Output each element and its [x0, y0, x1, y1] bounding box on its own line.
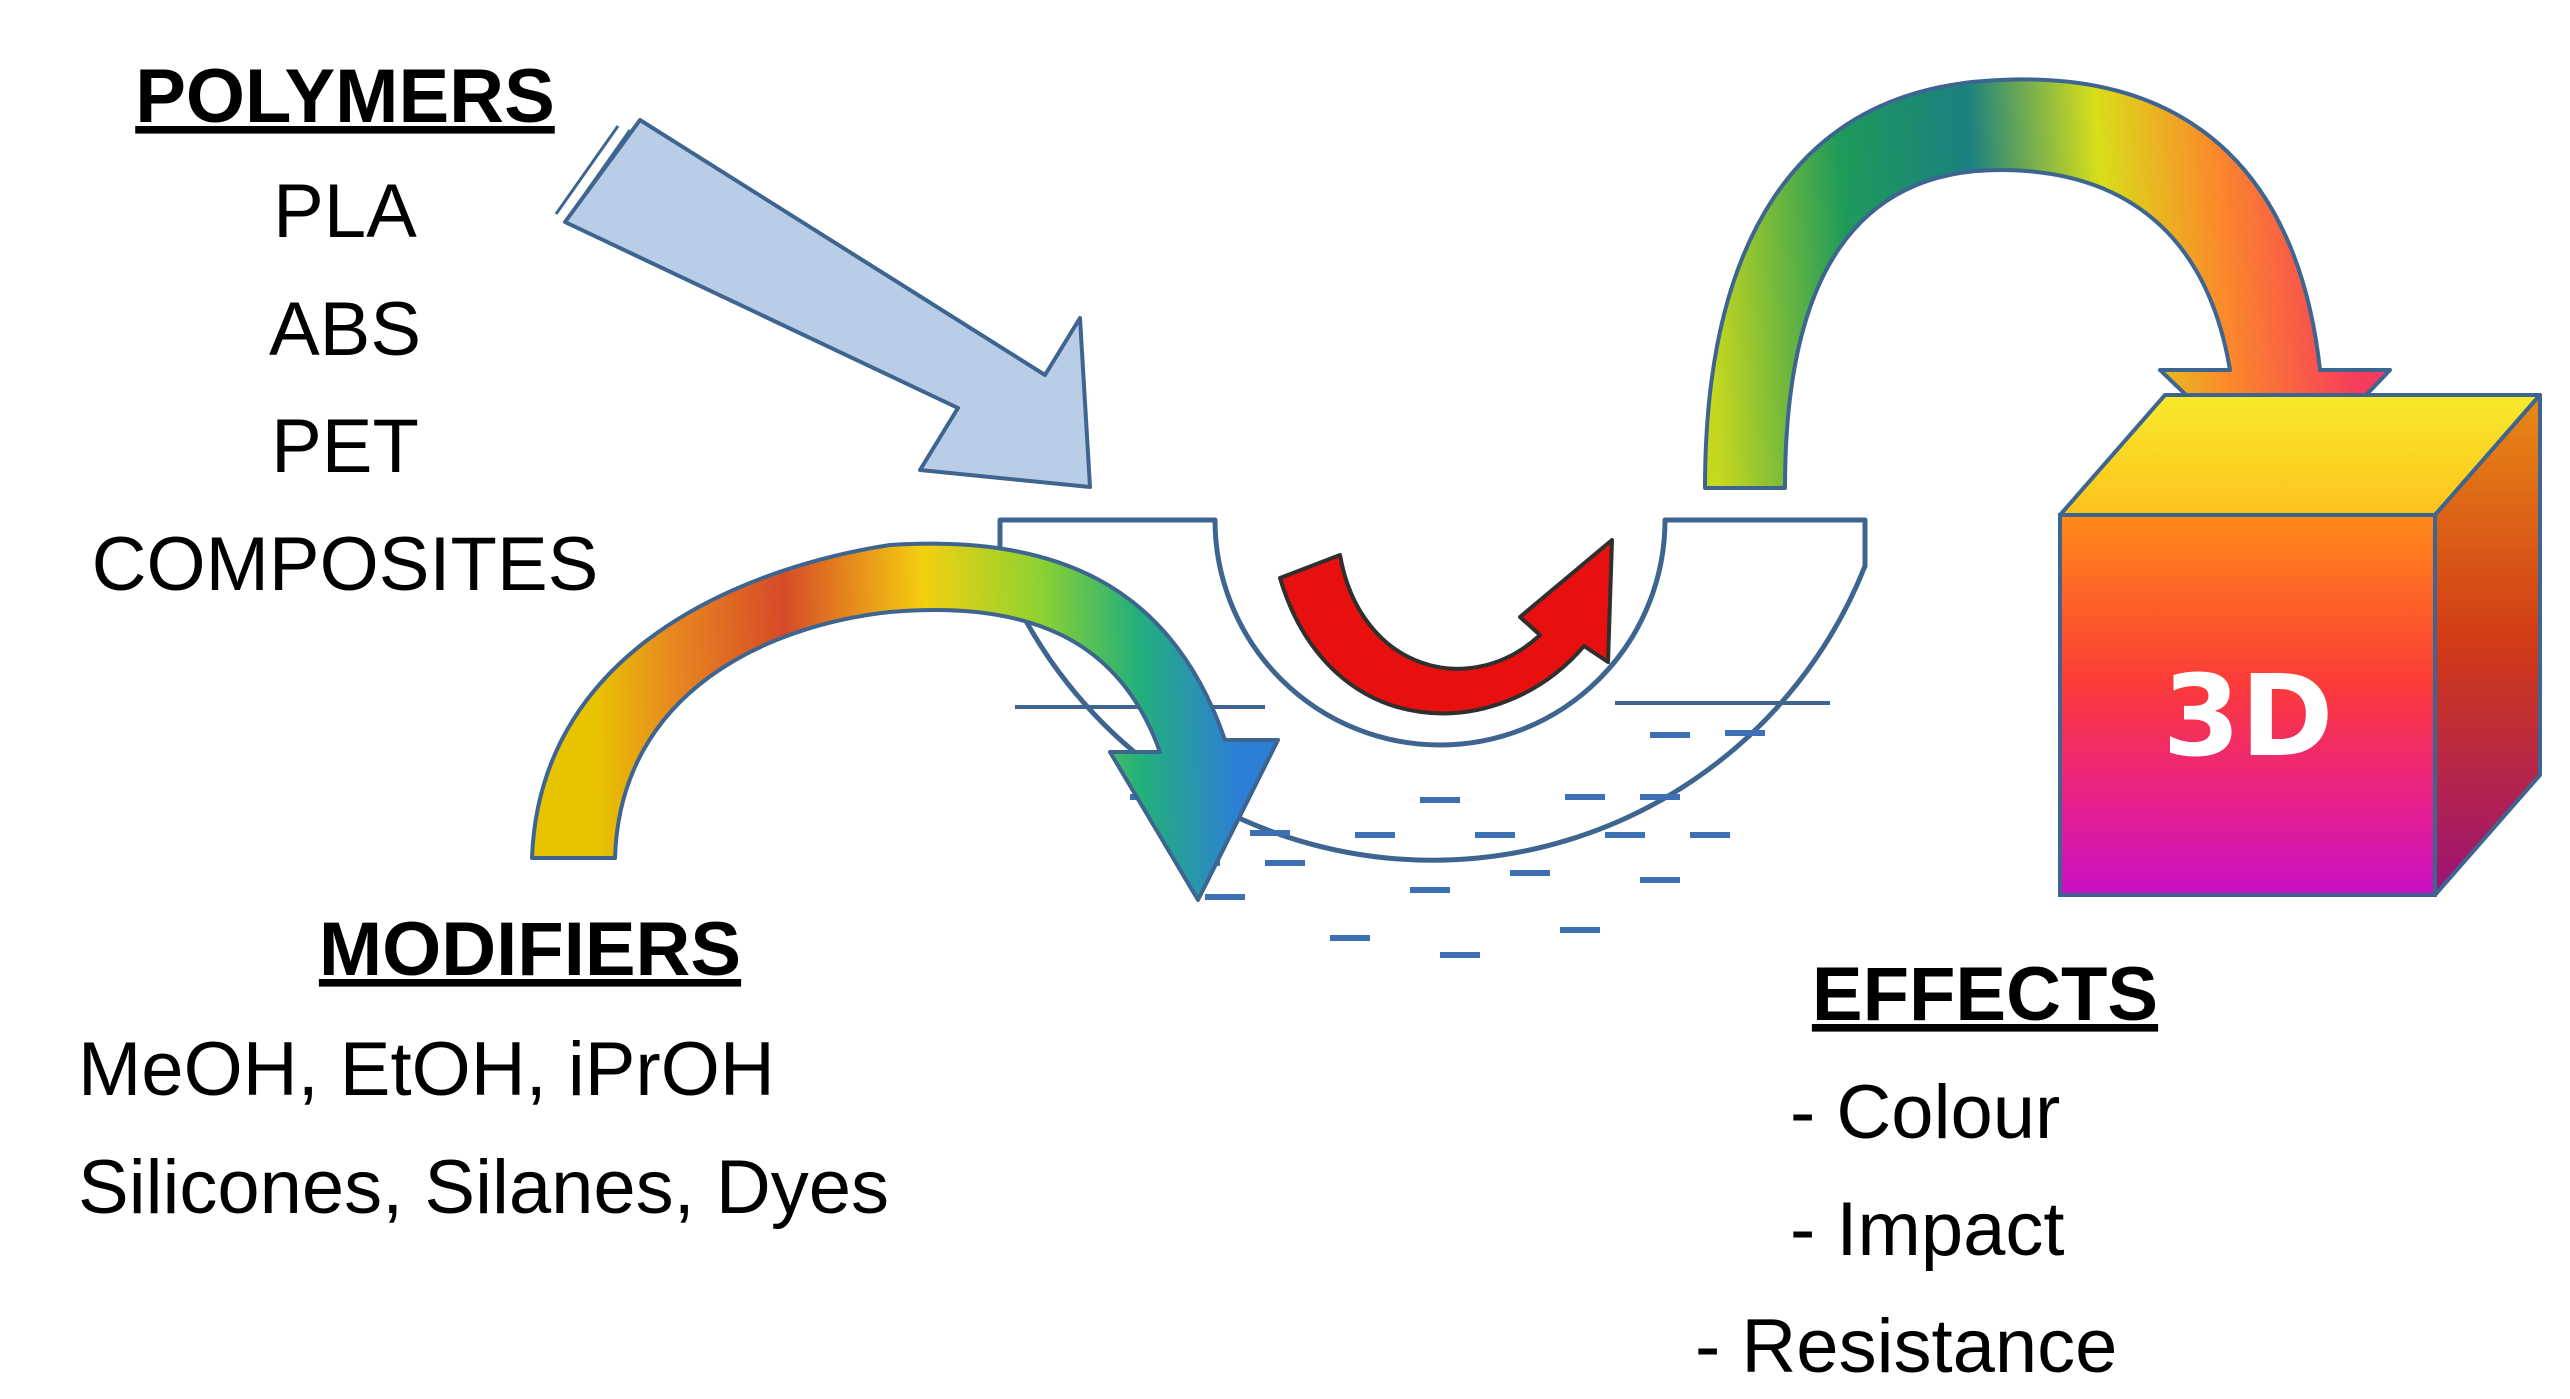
- effect-item: - Colour: [1790, 1070, 2060, 1155]
- effect-item: - Resistance: [1695, 1304, 2117, 1389]
- cube-icon: 3D: [2058, 393, 2542, 897]
- polymers-heading: POLYMERS: [135, 54, 555, 139]
- curved-mixing-arrow-icon: [1278, 538, 1614, 716]
- polymer-item: COMPOSITES: [92, 522, 599, 607]
- modifier-line: MeOH, EtOH, iPrOH: [78, 1027, 775, 1112]
- polymers-section: POLYMERS PLA ABS PET COMPOSITES: [92, 54, 599, 607]
- cube-front: [2058, 513, 2437, 897]
- cube-label: 3D: [2163, 652, 2334, 782]
- effects-section: EFFECTS - Colour - Impact - Resistance: [1695, 952, 2158, 1389]
- effects-heading: EFFECTS: [1812, 952, 2158, 1037]
- polymer-item: ABS: [269, 287, 421, 372]
- bath-vessel-icon: [997, 517, 1868, 958]
- modifiers-section: MODIFIERS MeOH, EtOH, iPrOH Silicones, S…: [78, 907, 889, 1230]
- rainbow-curved-arrow-icon: [530, 541, 1280, 902]
- effect-item: - Impact: [1790, 1187, 2065, 1272]
- polymer-item: PLA: [273, 169, 417, 254]
- polymer-feed-arrow: [554, 118, 1092, 489]
- polymer-item: PET: [271, 404, 419, 489]
- modifier-line: Silicones, Silanes, Dyes: [78, 1145, 889, 1230]
- block-arrow-icon: [563, 118, 1092, 489]
- modifiers-heading: MODIFIERS: [319, 907, 741, 992]
- output-rainbow-arrow-icon: [1703, 77, 2392, 490]
